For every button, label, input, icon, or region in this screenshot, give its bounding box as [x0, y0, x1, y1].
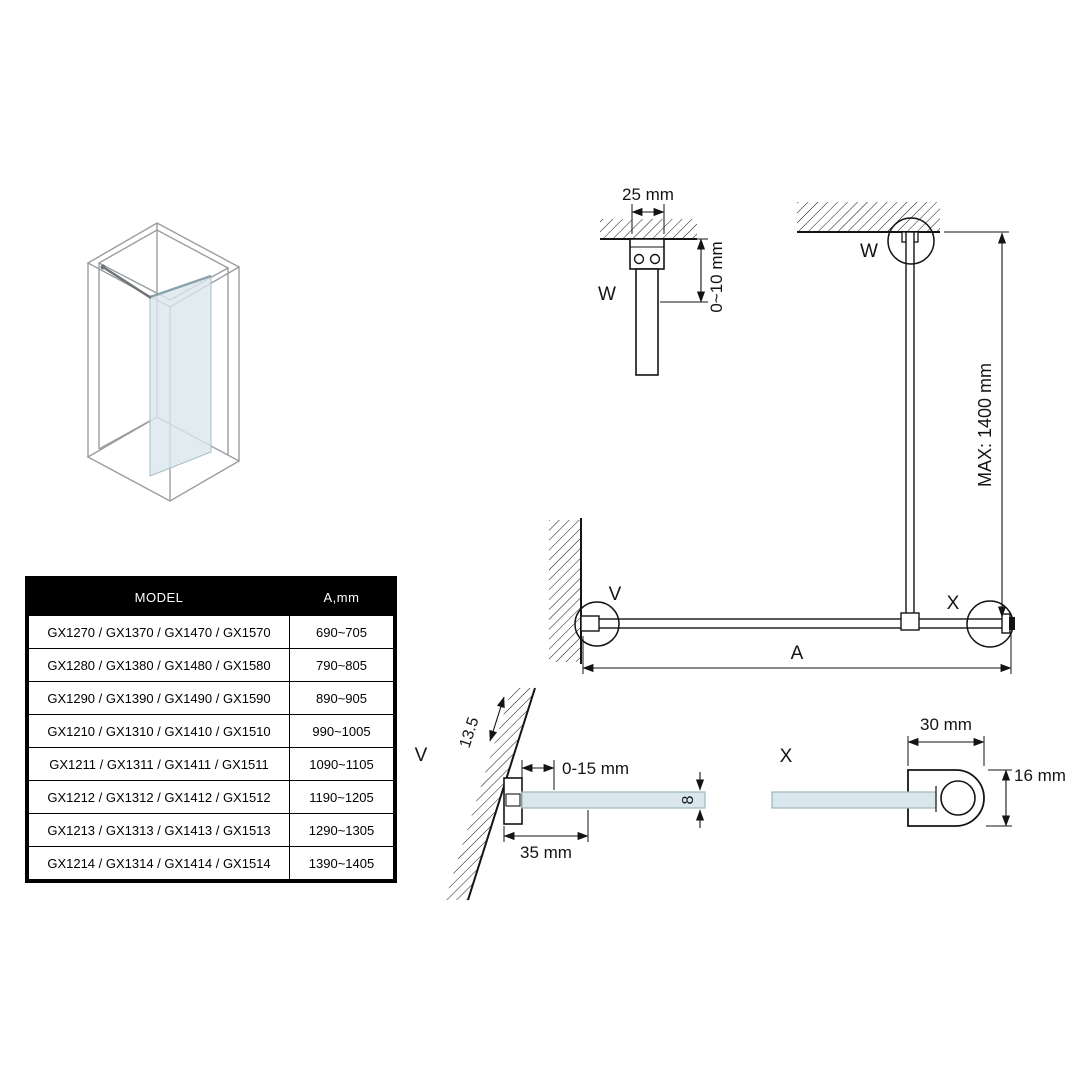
table-row: GX1280 / GX1380 / GX1480 / GX1580 790~80… [28, 648, 394, 682]
glass-thickness-dim: 8 X [680, 746, 793, 828]
bar-cross-section-icon [940, 780, 976, 816]
x-detail-label: X [780, 746, 793, 767]
dim-bracket-width: 25 mm [622, 185, 674, 204]
table-row: GX1270 / GX1370 / GX1470 / GX1570 690~70… [28, 615, 394, 649]
col-header-a: A,mm [289, 579, 394, 616]
a-cell: 1290~1305 [289, 813, 394, 847]
model-cell: GX1210 / GX1310 / GX1410 / GX1510 [28, 714, 290, 748]
table-header-row: MODEL A,mm [28, 579, 394, 616]
v-detail-label: V [415, 745, 428, 766]
dim-a-label: A [791, 643, 804, 664]
model-cell: GX1280 / GX1380 / GX1480 / GX1580 [28, 648, 290, 682]
table-row: GX1213 / GX1313 / GX1413 / GX1513 1290~1… [28, 813, 394, 847]
dim-ceiling-gap: 0~10 mm [707, 241, 726, 312]
a-cell: 690~705 [289, 615, 394, 649]
detail-circle-v [574, 601, 620, 647]
a-cell: 990~1005 [289, 714, 394, 748]
model-cell: GX1270 / GX1370 / GX1470 / GX1570 [28, 615, 290, 649]
model-cell: GX1290 / GX1390 / GX1490 / GX1590 [28, 681, 290, 715]
w-detail-label: W [598, 284, 616, 305]
table-row: GX1214 / GX1314 / GX1414 / GX1514 1390~1… [28, 846, 394, 880]
detail-circle-x [966, 600, 1014, 648]
dim-max-height: MAX: 1400 mm [975, 363, 995, 487]
a-cell: 1190~1205 [289, 780, 394, 814]
glass-panel-right-segment [771, 791, 937, 809]
a-cell: 1390~1405 [289, 846, 394, 880]
dim-glass-thickness: 8 [680, 795, 697, 804]
dim-wall-profile-depth: 13.5 [457, 715, 483, 750]
a-cell: 890~905 [289, 681, 394, 715]
elevation-view: W V X MAX: 1400 mm A [549, 202, 1015, 674]
elevation-w-label: W [860, 241, 878, 262]
a-cell: 790~805 [289, 648, 394, 682]
elevation-v-label: V [609, 584, 622, 605]
models-table: MODEL A,mm GX1270 / GX1370 / GX1470 / GX… [25, 576, 397, 883]
col-header-model: MODEL [28, 579, 290, 616]
model-cell: GX1213 / GX1313 / GX1413 / GX1513 [28, 813, 290, 847]
dim-bar-profile-height: 16 mm [1014, 766, 1066, 785]
glass-panel-left-segment [521, 791, 706, 809]
a-cell: 1090~1105 [289, 747, 394, 781]
model-cell: GX1214 / GX1314 / GX1414 / GX1514 [28, 846, 290, 880]
model-cell: GX1211 / GX1311 / GX1411 / GX1511 [28, 747, 290, 781]
table-row: GX1212 / GX1312 / GX1412 / GX1512 1190~1… [28, 780, 394, 814]
v-detail-view: 13.5 V 0-15 mm 35 mm [415, 687, 706, 901]
x-detail-view: 30 mm 16 mm [771, 715, 1066, 827]
dim-wall-profile-width: 35 mm [520, 843, 572, 862]
dim-bar-profile-width: 30 mm [920, 715, 972, 734]
w-detail-view: 25 mm 0~10 mm W [598, 185, 726, 376]
model-cell: GX1212 / GX1312 / GX1412 / GX1512 [28, 780, 290, 814]
table-row: GX1290 / GX1390 / GX1490 / GX1590 890~90… [28, 681, 394, 715]
table-row: GX1211 / GX1311 / GX1411 / GX1511 1090~1… [28, 747, 394, 781]
iso-support-bar-icon [102, 265, 152, 300]
elevation-x-label: X [947, 593, 960, 614]
isometric-glass-panel [100, 264, 212, 477]
table-row: GX1210 / GX1310 / GX1410 / GX1510 990~10… [28, 714, 394, 748]
detail-circle-w [887, 217, 935, 265]
dim-adjust-range: 0-15 mm [562, 759, 629, 778]
